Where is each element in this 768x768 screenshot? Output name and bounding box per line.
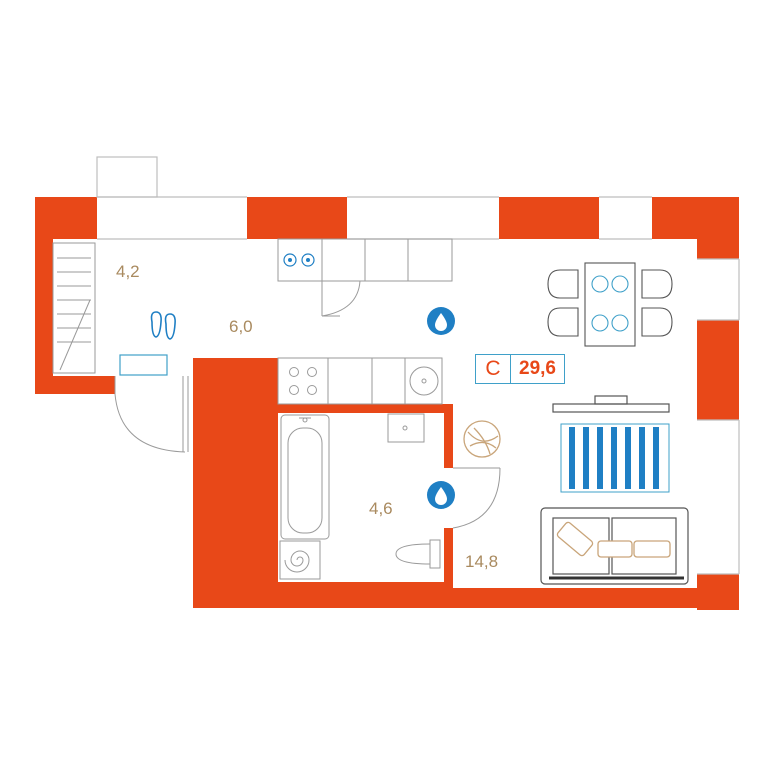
tv-icon	[552, 395, 670, 413]
water-drop-icon	[427, 307, 455, 335]
apartment-badge: С 29,6	[475, 354, 565, 384]
door-mat	[119, 354, 168, 376]
room-area-living-room: 14,8	[465, 552, 499, 571]
water-drop-icon	[427, 481, 455, 509]
rug-icon	[560, 423, 670, 493]
toilet-icon	[395, 539, 441, 569]
entrance-door	[321, 280, 361, 317]
stove-icon	[289, 367, 317, 395]
room-area-balcony: 4,2	[116, 262, 140, 281]
sink-icon	[409, 366, 439, 396]
apartment-type: С	[476, 355, 511, 383]
sofa-cushions	[556, 521, 671, 558]
vent-shaft	[96, 156, 158, 198]
balcony-rack	[52, 242, 96, 374]
armchair-icon	[463, 420, 501, 458]
room-area-hallway: 6,0	[229, 317, 253, 336]
bathroom-door	[452, 467, 501, 529]
room-area-bathroom: 4,6	[369, 499, 393, 518]
kitchen-lower-counter	[277, 357, 443, 405]
balcony-door	[114, 376, 189, 453]
hob-icon	[283, 253, 315, 267]
sofa-icon	[540, 507, 689, 585]
bathroom-sink-icon	[387, 413, 425, 443]
bathtub-icon	[280, 414, 330, 540]
kitchen-upper-counter	[277, 238, 453, 282]
total-area: 29,6	[519, 358, 556, 379]
slippers-icon	[150, 311, 176, 340]
washing-machine-icon	[279, 540, 321, 580]
dining-table-icon	[547, 262, 673, 347]
walls	[35, 197, 739, 610]
